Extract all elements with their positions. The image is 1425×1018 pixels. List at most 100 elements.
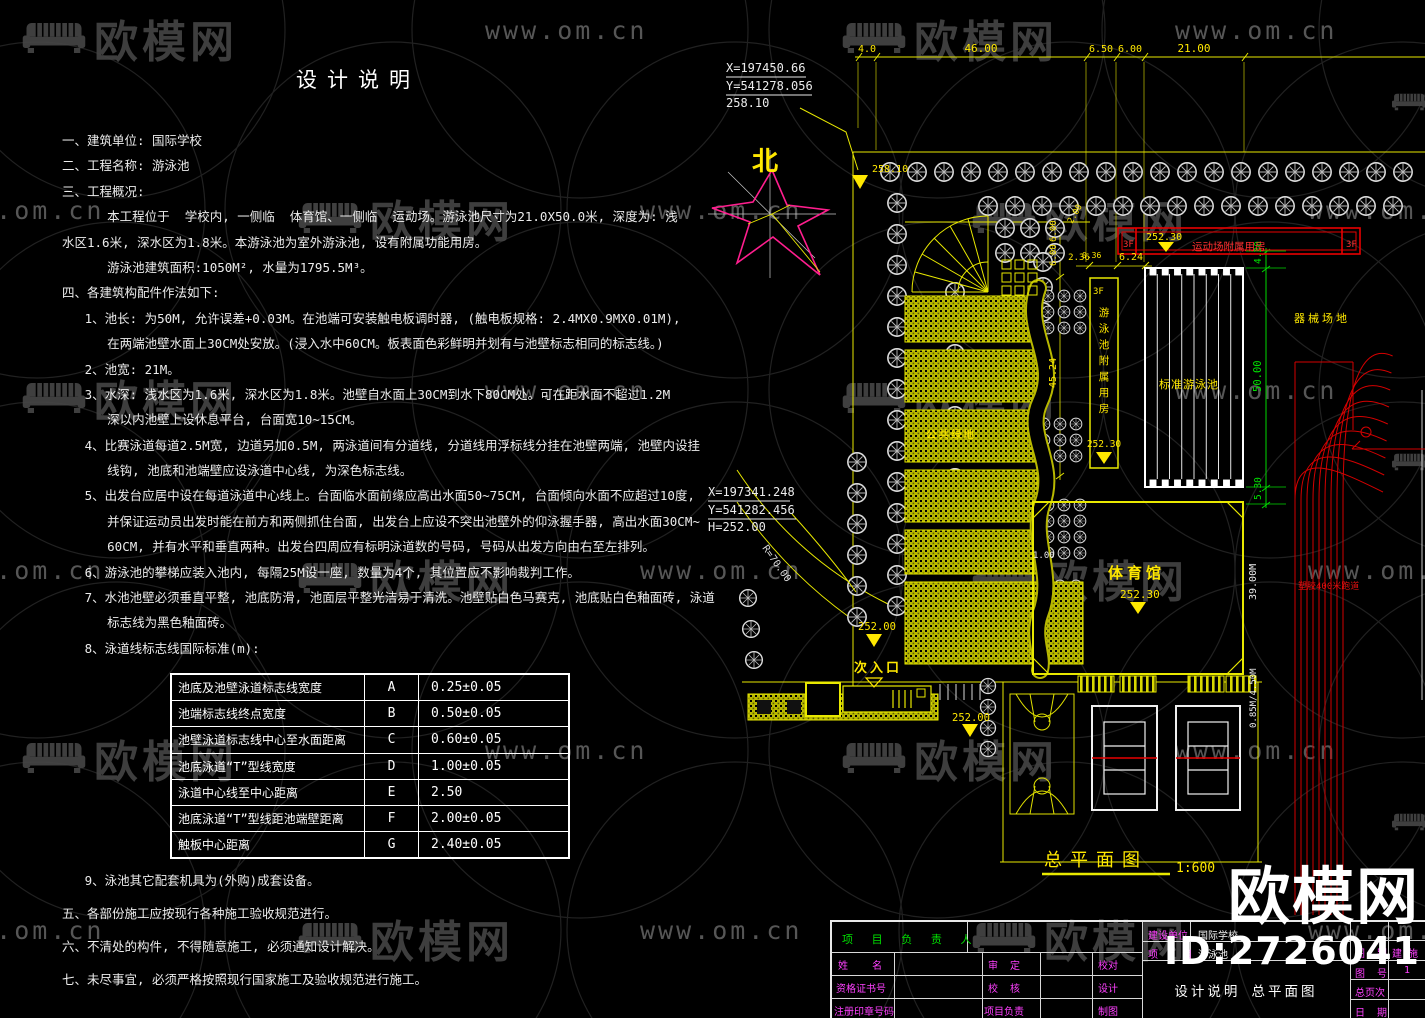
note-line: 深以内池壁上设休息平台, 台面宽10~15CM。 — [62, 412, 363, 428]
sofa-icon — [972, 923, 1036, 953]
tree-icon — [945, 282, 965, 302]
watermark-logo: 欧模网 — [1392, 366, 1425, 558]
tree-icon — [1033, 302, 1053, 322]
dim-left-2: 6.00 — [1049, 244, 1059, 266]
tree-icon — [1037, 579, 1051, 593]
tree-icon — [1053, 627, 1067, 641]
tree-icon — [1073, 289, 1087, 303]
site-boundary-lines — [736, 151, 1425, 863]
table-cell-val: 0.50±0.05 — [431, 706, 502, 722]
tree-icon — [1057, 530, 1071, 544]
project-value: 游泳池 — [1198, 950, 1228, 961]
tree-icon — [1037, 611, 1051, 625]
tree-icon — [1037, 417, 1051, 431]
corner-elevation: 258.10 — [872, 164, 908, 175]
sofa-icon — [22, 23, 86, 53]
sofa-icon — [842, 23, 906, 53]
seal-no-label: 注册印章号码 — [834, 1007, 894, 1018]
coord1-x: X=197450.66 — [726, 61, 805, 75]
watermark-brand: 欧模网 — [370, 197, 514, 248]
tree-icon — [847, 576, 867, 596]
swimming-pool — [1144, 267, 1244, 488]
tree-icon — [847, 483, 867, 503]
project-manager-label: 项 目 负 责 人 — [842, 933, 978, 946]
table-cell-code: F — [364, 805, 419, 832]
dim-624: 6.24 — [1119, 252, 1143, 263]
tree-icon — [1005, 196, 1025, 216]
tree-icon — [847, 514, 867, 534]
notes-footer: 9、泳池其它配套机具为(外购)成套设备。五、各部份施工应按现行各种施工验收规范进… — [62, 864, 682, 996]
annex-sport-elev: 252.30 — [1146, 232, 1182, 243]
tree-icon — [1041, 514, 1055, 528]
dim-top-2: 46.00 — [964, 42, 997, 55]
tree-icon — [945, 313, 965, 333]
tree-icon — [1366, 162, 1386, 182]
table-cell-val: 2.00±0.05 — [431, 811, 502, 827]
sofa-icon — [298, 563, 362, 593]
tree-icon — [1045, 243, 1065, 263]
dim-100: 1.00 — [1033, 551, 1055, 561]
dim-left-1: 6.00 — [1049, 220, 1059, 242]
tree-icon — [1041, 546, 1055, 560]
elev-252-b: 252.00 — [952, 712, 990, 724]
note-line: 1、池长: 为50M, 允许误差+0.03M。在池端可安装触电板调时器, (触电… — [62, 310, 681, 326]
annex-pool-label: 游泳池附属用房 — [1099, 306, 1110, 415]
tree-icon — [1032, 196, 1052, 216]
tree-icon — [945, 406, 965, 426]
note-line: 线钩, 池底和池端壁应设泳道中心线, 为深色标志线。 — [62, 463, 413, 479]
tree-icon — [1329, 196, 1349, 216]
name-label: 姓 名 — [838, 961, 883, 972]
basketball-court — [1009, 693, 1075, 815]
tree-icon — [1069, 643, 1083, 657]
tree-icon — [887, 193, 907, 213]
tree-icon — [1231, 162, 1251, 182]
annex-pool-elev: 252.30 — [1087, 439, 1122, 450]
tree-icon — [1069, 417, 1083, 431]
coord2-y: Y=541282.456 — [708, 503, 795, 517]
note-line: 9、泳池其它配套机具为(外购)成套设备。 — [62, 873, 320, 888]
watermark-brand: 欧模网 — [94, 17, 238, 68]
sheet-no-label: 图 号 — [1355, 969, 1388, 980]
tree-icon — [887, 503, 907, 523]
green-area-label: 公共绿地 — [926, 428, 976, 441]
tree-icon — [1086, 196, 1106, 216]
tree-icon — [1020, 243, 1040, 263]
note-line: 在两端池壁水面上30CM处安放。(浸入水中60CM。板表面色彩鲜明并划有与池壁标… — [62, 336, 664, 352]
tree-icon — [1339, 162, 1359, 182]
tree-icon — [1312, 162, 1332, 182]
watermark-url-text: www.om.cn — [1175, 16, 1338, 45]
watermark-id: ID:2726041 — [1164, 929, 1420, 973]
table-cell-desc: 池端标志线终点宽度 — [178, 707, 287, 722]
tree-icon — [887, 286, 907, 306]
tree-icon — [995, 218, 1015, 238]
tree-icon — [887, 534, 907, 554]
tree-icon — [1059, 196, 1079, 216]
dim-236: 2.36 — [1068, 253, 1090, 263]
equipment-area-label: 器械场地 — [1294, 311, 1350, 325]
north-label: 北 — [752, 147, 778, 177]
tree-icon — [1275, 196, 1295, 216]
watermark-big: 欧模网 ID:2726041 — [1164, 866, 1420, 973]
watermark-url-text: www.om.cn — [485, 736, 648, 765]
note-line: 水区1.6米, 深水区为1.8米。本游泳池为室外游泳池, 设有附属功能用房。 — [62, 234, 488, 250]
tree-icon — [1037, 595, 1051, 609]
pool-label: 标准游泳池 — [1159, 377, 1219, 391]
tree-icon — [1069, 162, 1089, 182]
date-label: 日 期 — [1355, 1008, 1388, 1018]
table-cell-code: G — [364, 832, 419, 858]
tree-icon — [1073, 546, 1087, 560]
note-line: 五、各部份施工应按现行各种施工验收规范进行。 — [62, 906, 338, 921]
dim-right-2: 0.85M/4.50M — [1249, 668, 1259, 728]
note-line: 2、池宽: 21M。 — [62, 361, 180, 377]
dim-top-5: 21.00 — [1177, 42, 1210, 55]
tree-icon — [934, 162, 954, 182]
note-line: 6、游泳池的攀梯应装入池内, 每隔25M设一座, 数量为4个, 其位置应不影响裁… — [62, 564, 580, 580]
annex-sport-floor-right: 3F — [1346, 240, 1357, 250]
table-cell-val: 1.00±0.05 — [431, 758, 502, 774]
sofa-icon — [298, 203, 362, 233]
tree-icon — [1069, 433, 1083, 447]
